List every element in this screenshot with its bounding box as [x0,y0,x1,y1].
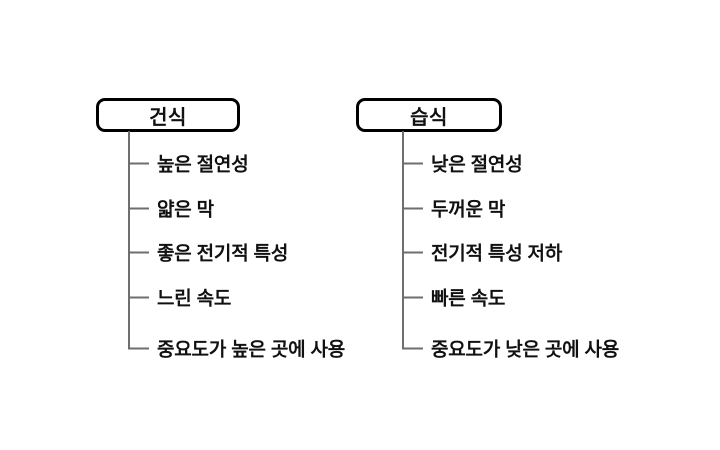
tree-item: 두꺼운 막 [402,195,505,222]
tree-item-label: 두꺼운 막 [431,199,506,221]
tree-item: 좋은 전기적 특성 [128,239,288,266]
tree-item: 전기적 특성 저하 [402,239,562,266]
tree-item: 중요도가 높은 곳에 사용 [128,335,345,362]
connector-tick [402,296,423,298]
tree-item: 낮은 절연성 [402,150,523,177]
connector-tick [402,207,423,209]
tree-item-label: 낮은 절연성 [431,154,523,176]
tree-item-label: 빠른 속도 [431,288,506,310]
tree-item-label: 중요도가 낮은 곳에 사용 [431,339,620,361]
tree-connector-line [402,131,404,348]
connector-tick [128,162,149,164]
category-box-wet: 습식 [356,98,502,132]
tree-item-label: 느린 속도 [157,288,232,310]
category-box-dry: 건식 [96,98,240,132]
connector-tick [402,347,423,349]
connector-tick [128,251,149,253]
tree-connector-line [128,131,130,348]
tree-item-label: 좋은 전기적 특성 [157,243,289,265]
tree-item-label: 전기적 특성 저하 [431,243,563,265]
tree-item-label: 얇은 막 [157,199,214,221]
connector-tick [402,251,423,253]
tree-item-label: 중요도가 높은 곳에 사용 [157,339,346,361]
connector-tick [128,296,149,298]
tree-item: 느린 속도 [128,284,231,311]
tree-item: 높은 절연성 [128,150,249,177]
category-box-dry-label: 건식 [149,106,187,129]
connector-tick [128,347,149,349]
tree-item: 얇은 막 [128,195,214,222]
tree-item-label: 높은 절연성 [157,154,249,176]
category-box-wet-label: 습식 [410,106,448,129]
connector-tick [128,207,149,209]
tree-item: 빠른 속도 [402,284,505,311]
connector-tick [402,162,423,164]
tree-item: 중요도가 낮은 곳에 사용 [402,335,619,362]
